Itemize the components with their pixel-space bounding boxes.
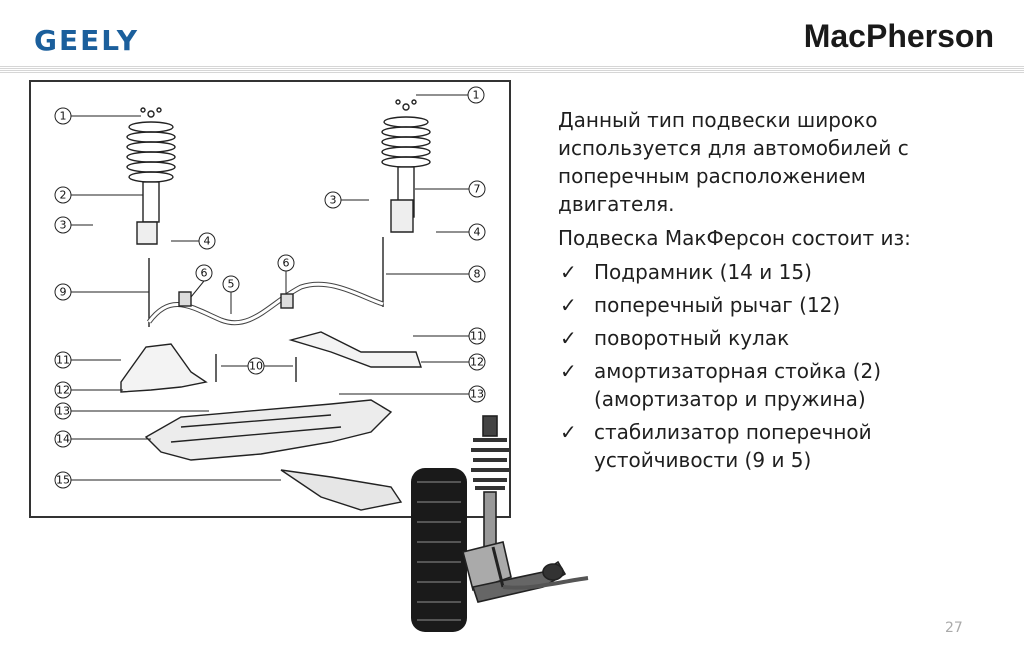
slide-title: MacPherson — [803, 18, 994, 54]
callout-14: 14 — [56, 433, 70, 446]
component-list: ✓ Подрамник (14 и 15) ✓ поперечный рычаг (… — [558, 258, 988, 474]
right-lower-arm — [288, 331, 422, 368]
callout-6b: 6 — [283, 257, 290, 270]
callout-1a: 1 — [60, 110, 67, 123]
list-item: ✓ Подрамник (14 и 15) — [558, 258, 988, 286]
header-divider — [0, 66, 1024, 74]
callout-11b: 11 — [470, 330, 484, 343]
left-lower-arm — [120, 343, 208, 393]
callout-13a: 13 — [56, 405, 70, 418]
list-item-label: амортизаторная стойка (2) (амортизатор и… — [594, 359, 882, 411]
left-spring — [126, 121, 176, 183]
callout-12b: 12 — [470, 356, 484, 369]
page-number: 27 — [945, 620, 963, 636]
callout-15: 15 — [56, 474, 70, 487]
geely-logo: GEELY — [34, 24, 139, 57]
callout-5: 5 — [228, 278, 235, 291]
diagram-drawing: 1 2 3 4 9 6 5 6 11 10 12 13 14 15 1 3 7 … — [54, 86, 486, 511]
description-panel: Данный тип подвески широко используется … — [558, 106, 988, 479]
list-item: ✓ амортизаторная стойка (2) (амортизатор … — [558, 357, 988, 413]
list-item-label: поворотный кулак — [594, 326, 790, 350]
left-shock-body — [142, 181, 160, 223]
subframe — [144, 399, 393, 461]
callout-10: 10 — [249, 360, 263, 373]
right-strut-bracket — [390, 199, 414, 233]
callout-4a: 4 — [204, 235, 211, 248]
suspension-photo — [393, 412, 593, 636]
list-item-label: Подрамник (14 и 15) — [594, 260, 812, 284]
suspension-exploded-diagram: 1 2 3 4 9 6 5 6 11 10 12 13 14 15 1 3 7 … — [29, 80, 511, 518]
callout-6a: 6 — [201, 267, 208, 280]
callout-3b: 3 — [330, 194, 337, 207]
checkmark-icon: ✓ — [560, 260, 577, 284]
list-item-label: поперечный рычаг (12) — [594, 293, 841, 317]
callout-3a: 3 — [60, 219, 67, 232]
callout-11a: 11 — [56, 354, 70, 367]
callout-1b: 1 — [473, 89, 480, 102]
callout-8: 8 — [474, 268, 481, 281]
callout-13b: 13 — [470, 388, 484, 401]
right-spring — [381, 116, 431, 168]
list-item: ✓ поворотный кулак — [558, 324, 988, 352]
callout-9: 9 — [60, 286, 67, 299]
checkmark-icon: ✓ — [560, 420, 577, 444]
left-strut-bracket — [136, 221, 158, 245]
checkmark-icon: ✓ — [560, 293, 577, 317]
checkmark-icon: ✓ — [560, 359, 577, 383]
intro-paragraph: Данный тип подвески широко используется … — [558, 108, 909, 216]
skid-plate — [280, 469, 403, 511]
tire-shape — [411, 468, 467, 632]
composition-heading: Подвеска МакФерсон состоит из: — [558, 226, 911, 250]
callout-2: 2 — [60, 189, 67, 202]
list-item: ✓ поперечный рычаг (12) — [558, 291, 988, 319]
list-item-label: стабилизатор поперечной устойчивости (9 … — [594, 420, 872, 472]
callout-7: 7 — [474, 183, 481, 196]
callout-4b: 4 — [474, 226, 481, 239]
diagram-callouts — [54, 86, 486, 489]
list-item: ✓ стабилизатор поперечной устойчивости (9… — [558, 418, 988, 474]
callout-12a: 12 — [56, 384, 70, 397]
checkmark-icon: ✓ — [560, 326, 577, 350]
